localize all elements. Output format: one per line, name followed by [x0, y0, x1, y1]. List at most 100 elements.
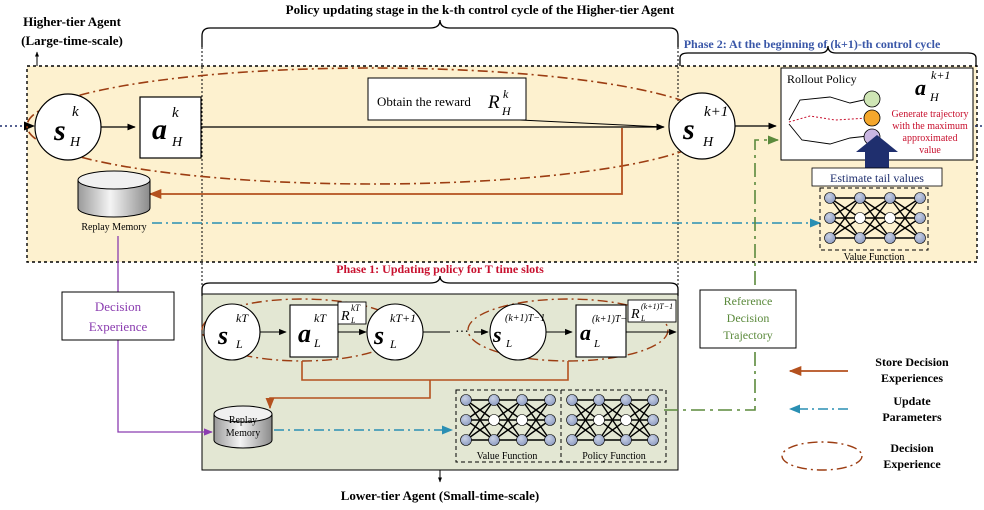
lower-reward-kT-sup: kT — [351, 303, 361, 313]
network-node — [854, 212, 866, 224]
reference-line2: Decision — [727, 311, 770, 325]
network-edge — [829, 197, 861, 219]
phase1-bracket — [201, 275, 679, 296]
network-edge — [859, 217, 891, 239]
lower-store-arrow — [270, 361, 569, 408]
network-node — [620, 434, 632, 446]
higher-action-k1-sym: a — [915, 75, 926, 100]
network-node — [647, 414, 659, 426]
network-node — [516, 414, 528, 426]
network-edge — [859, 197, 891, 219]
lower-value-label: Value Function — [477, 451, 538, 462]
rollout-policy-title: Rollout Policy — [787, 72, 857, 86]
network-edge — [598, 399, 627, 441]
lower-state-kT — [203, 303, 261, 361]
network-node — [516, 434, 528, 446]
decision-experience-line2: Experience — [89, 319, 148, 334]
lower-reward-kT-sub: L — [350, 316, 356, 325]
estimate-block-arrow — [856, 135, 898, 170]
legend-update-line2: Parameters — [882, 410, 942, 424]
network-edge — [859, 197, 891, 239]
network-node — [544, 394, 556, 406]
network-node — [824, 212, 836, 224]
higher-state-k1-sup: k+1 — [704, 104, 728, 120]
lower-action-last-sup: (k+1)T−1 — [592, 314, 632, 325]
replay-memory-low — [213, 405, 273, 449]
network-node — [854, 232, 866, 244]
network-edge — [521, 399, 551, 441]
rollout-note-3: approximated — [903, 133, 958, 144]
lower-agent-title: Lower-tier Agent (Small-time-scale) — [341, 488, 540, 503]
reference-line1: Reference — [724, 294, 773, 308]
network-node — [566, 414, 578, 426]
estimate-label: Estimate tail values — [830, 171, 924, 185]
network-edge — [889, 217, 921, 239]
lower-state-kT-sup: kT — [236, 311, 249, 325]
lower-action-kT — [289, 304, 339, 358]
value-network-low — [460, 394, 556, 446]
network-node — [488, 414, 500, 426]
network-node — [824, 232, 836, 244]
higher-store-arrow — [148, 128, 623, 200]
lower-action-last-sub: L — [593, 338, 600, 350]
lower-policy-label: Policy Function — [582, 451, 646, 462]
lower-reward-kT-sym: R — [340, 309, 350, 324]
network-node — [460, 414, 472, 426]
higher-state-k — [34, 93, 102, 161]
lower-action-last-sym: a — [580, 320, 591, 345]
network-node — [884, 232, 896, 244]
reward-box — [367, 77, 527, 121]
decision-experience-line1: Decision — [95, 299, 142, 314]
higher-state-k1-sub: H — [702, 135, 714, 150]
phase1-label: Phase 1: Updating policy for T time slot… — [336, 262, 544, 276]
network-node — [544, 434, 556, 446]
network-node — [914, 212, 926, 224]
rollout-trajectory-3 — [788, 123, 869, 145]
network-node — [914, 232, 926, 244]
higher-action-k1-sub: H — [929, 90, 940, 104]
higher-state-k-sup: k — [72, 104, 79, 120]
network-edge — [465, 399, 495, 441]
value-function-top-label: Value Function — [844, 252, 905, 263]
network-node — [647, 394, 659, 406]
higher-state-k1 — [668, 92, 736, 160]
lower-reward-last-sym: R — [630, 307, 640, 322]
replay-low-line2: Memory — [226, 428, 260, 439]
phase2-label: Phase 2: At the beginning of (k+1)-th co… — [684, 37, 941, 51]
network-edge — [829, 197, 861, 239]
phase-bracket-top — [201, 19, 679, 47]
higher-agent-scale: (Large-time-scale) — [21, 33, 123, 48]
lower-state-last-sub: L — [505, 338, 512, 350]
lower-action-kT-sub: L — [313, 336, 321, 350]
network-node — [884, 192, 896, 204]
higher-state-k-sym: s — [53, 114, 66, 147]
network-node — [854, 192, 866, 204]
estimate-box — [811, 167, 943, 187]
rollout-trajectory-1 — [788, 96, 869, 121]
network-node — [593, 434, 605, 446]
reference-box — [699, 289, 797, 349]
legend-decision-line2: Experience — [883, 457, 941, 471]
network-node — [544, 414, 556, 426]
network-node — [593, 394, 605, 406]
lower-reward-last-box — [627, 299, 677, 323]
legend-decision-ellipse — [781, 441, 863, 471]
reward-box-sym: R — [487, 92, 500, 113]
decision-experience-box — [61, 291, 175, 341]
network-node — [647, 434, 659, 446]
rollout-note-2: with the maximum — [892, 121, 968, 132]
network-node — [488, 394, 500, 406]
legend-store-line2: Experiences — [881, 371, 943, 385]
higher-action-k — [139, 96, 202, 159]
higher-agent-title: Higher-tier Agent — [23, 14, 122, 29]
phase2-bracket — [679, 45, 977, 66]
lower-state-last-sup: (k+1)T−1 — [505, 313, 545, 324]
value-network-top-frame — [819, 187, 929, 251]
rollout-note-4: value — [919, 145, 941, 156]
legend-update-line1: Update — [893, 394, 931, 408]
network-node — [566, 394, 578, 406]
higher-action-k-sub: H — [171, 135, 183, 150]
network-node — [593, 414, 605, 426]
higher-state-k-sub: H — [69, 135, 81, 150]
reward-box-sub: H — [501, 104, 512, 118]
